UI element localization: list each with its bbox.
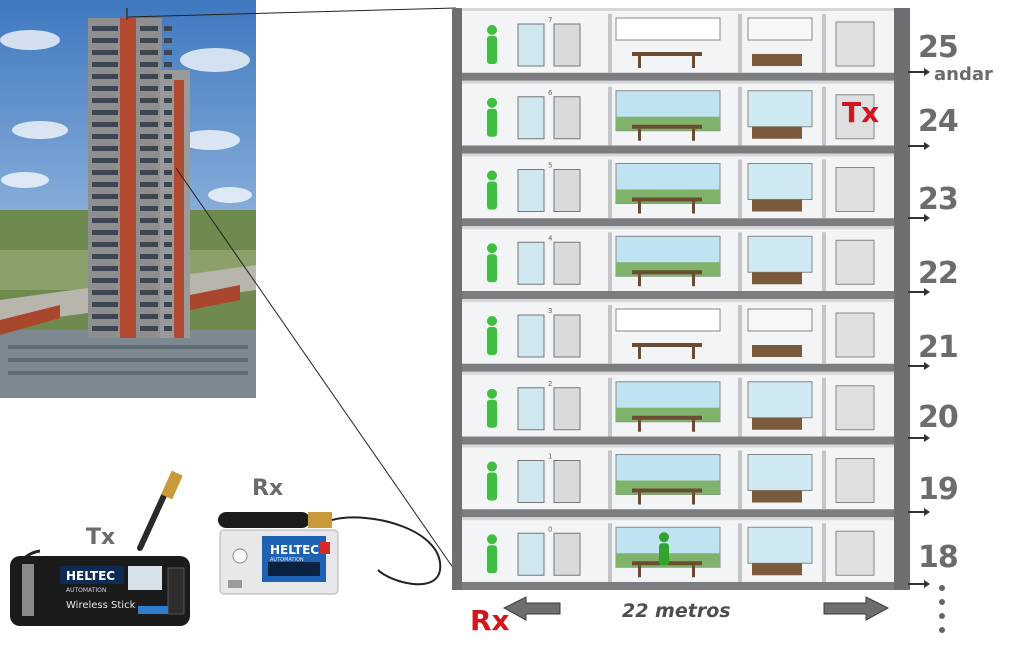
floor-arrow-tip <box>924 68 930 76</box>
distance-arrows <box>502 596 890 621</box>
floor-arrow-icon <box>908 365 926 367</box>
tower-photo <box>0 0 256 398</box>
floor-arrow-icon <box>908 291 926 293</box>
floor-label-25: 25 <box>918 30 959 65</box>
rx-device-label: Rx <box>252 476 284 501</box>
floor-25: 7 <box>462 8 894 81</box>
floor-24: 6 <box>462 80 894 154</box>
floor-18: 0 <box>462 517 894 590</box>
building-section: 7 6 5 4 3 2 1 0 <box>452 8 910 590</box>
tx-board-brand: HELTEC <box>66 569 115 583</box>
floor-arrow-tip <box>924 288 930 296</box>
floor-arrow-tip <box>924 362 930 370</box>
tx-board: HELTEC AUTOMATION Wireless Stick <box>10 470 190 626</box>
tx-position-label: Tx <box>842 96 880 129</box>
tx-device-label: Tx <box>86 525 116 550</box>
floor-arrow-tip <box>924 142 930 150</box>
floor-label-18: 18 <box>918 540 959 575</box>
floor-label-19: 19 <box>918 472 959 507</box>
floor-unit-label: andar <box>934 64 993 85</box>
floor-arrow-icon <box>908 437 926 439</box>
floor-label-24: 24 <box>918 104 959 139</box>
svg-text:1: 1 <box>548 453 552 461</box>
rx-position-label: Rx <box>470 604 510 637</box>
floor-arrow-tip <box>924 214 930 222</box>
continuation-dots <box>939 585 945 633</box>
floor-arrow-icon <box>908 583 926 585</box>
floor-arrow-tip <box>924 434 930 442</box>
svg-text:0: 0 <box>548 525 552 533</box>
rx-board-brand: HELTEC <box>270 543 319 557</box>
svg-text:4: 4 <box>548 234 553 242</box>
floor-arrow-tip <box>924 580 930 588</box>
floor-arrow-tip <box>924 508 930 516</box>
svg-text:5: 5 <box>548 162 552 170</box>
floor-arrow-icon <box>908 71 926 73</box>
rx-antenna-icon <box>218 512 310 528</box>
arrow-right-icon <box>823 596 890 621</box>
floor-arrow-icon <box>908 511 926 513</box>
tx-board-model: Wireless Stick <box>66 600 136 611</box>
svg-text:7: 7 <box>548 16 552 24</box>
floor-23: 5 <box>462 153 894 227</box>
floor-arrow-icon <box>908 217 926 219</box>
rx-board-sub: AUTOMATION <box>270 557 304 563</box>
svg-text:3: 3 <box>548 307 552 315</box>
floor-label-21: 21 <box>918 330 959 365</box>
floor-label-20: 20 <box>918 400 959 435</box>
floor-20: 2 <box>462 371 894 445</box>
floor-22: 4 <box>462 226 894 299</box>
arrow-left-icon <box>502 596 561 621</box>
rx-board: HELTEC AUTOMATION <box>218 512 442 595</box>
svg-text:2: 2 <box>548 380 552 388</box>
distance-label: 22 metros <box>622 600 731 622</box>
floor-21: 3 <box>462 299 894 372</box>
floor-label-23: 23 <box>918 182 959 217</box>
svg-text:6: 6 <box>548 89 553 97</box>
floor-label-22: 22 <box>918 256 959 291</box>
tx-board-sub: AUTOMATION <box>66 587 106 594</box>
floor-arrow-icon <box>908 145 926 147</box>
floor-19: 1 <box>462 444 894 518</box>
